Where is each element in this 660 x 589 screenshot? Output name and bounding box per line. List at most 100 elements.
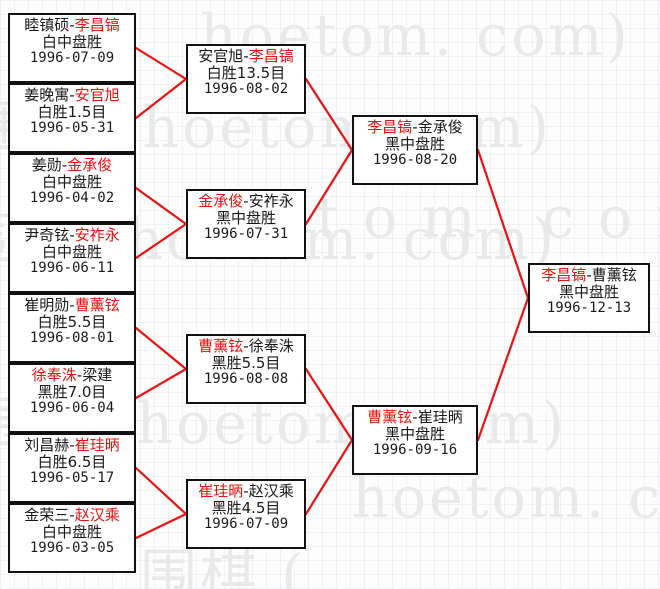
match-result: 白中盘胜 (41, 522, 102, 541)
match-date: 1996-08-08 (203, 370, 289, 387)
match-box[interactable]: 安官旭-李昌镐 白胜13.5目 1996-08-02 (186, 44, 306, 114)
match-date: 1996-04-02 (29, 189, 115, 206)
match-date: 1996-07-31 (203, 225, 289, 242)
player-left: 金荣三 (24, 506, 70, 524)
player-right: 安祚永 (74, 226, 120, 244)
player-right: 安祚永 (248, 192, 294, 210)
connector-r2m4-sf2 (304, 438, 354, 516)
connector-r2m3-sf2 (304, 367, 354, 442)
watermark-text: 围棋 ( (140, 543, 307, 589)
player-left: 崔明勋 (24, 296, 70, 314)
match-result: 白中盘胜 (41, 242, 102, 261)
match-players: 姜勋-金承俊 (10, 157, 134, 174)
match-box[interactable]: 李昌镐-金承俊 黑中盘胜 1996-08-20 (352, 115, 478, 185)
player-right: 赵汉乘 (74, 506, 120, 524)
connector-r1m6-r2m3 (134, 367, 188, 400)
match-box[interactable]: 李昌镐-曹薰铉 黑中盘胜 1996-12-13 (528, 263, 650, 333)
match-result: 白中盘胜 (41, 32, 102, 51)
player-left: 金承俊 (198, 192, 244, 210)
match-result: 白胜1.5目 (37, 102, 107, 121)
match-box[interactable]: 刘昌赫-崔珪昞 白胜6.5目 1996-05-17 (8, 433, 136, 503)
match-players: 曹薰铉-崔珪昞 (354, 409, 476, 426)
player-left: 尹奇铉 (24, 226, 70, 244)
match-date: 1996-06-11 (29, 259, 115, 276)
match-date: 1996-09-16 (372, 441, 458, 458)
match-result: 黑中盘胜 (384, 424, 445, 443)
match-players: 姜晚寓-安官旭 (10, 87, 134, 104)
match-box[interactable]: 金荣三-赵汉乘 白中盘胜 1996-03-05 (8, 503, 136, 573)
match-box[interactable]: 徐奉洙-梁建 黑胜7.0目 1996-06-04 (8, 363, 136, 433)
match-date: 1996-05-17 (29, 469, 115, 486)
connector-r2m2-sf1 (304, 148, 354, 226)
connector-r1m8-r2m4 (134, 512, 188, 540)
match-players: 金荣三-赵汉乘 (10, 507, 134, 524)
connector-r1m1-r2m1 (134, 46, 188, 81)
match-result: 白胜13.5目 (206, 63, 286, 82)
match-players: 曹薰铉-徐奉洙 (188, 338, 304, 355)
player-right: 曹薰铉 (591, 266, 637, 284)
match-result: 黑中盘胜 (215, 208, 276, 227)
match-players: 金承俊-安祚永 (188, 193, 304, 210)
match-date: 1996-12-13 (546, 299, 632, 316)
player-left: 曹薰铉 (367, 408, 413, 426)
player-right: 曹薰铉 (74, 296, 120, 314)
player-separator: - (412, 118, 418, 136)
match-box[interactable]: 金承俊-安祚永 黑中盘胜 1996-07-31 (186, 189, 306, 259)
match-box[interactable]: 睦镇硕-李昌镐 白中盘胜 1996-07-09 (8, 13, 136, 83)
match-box[interactable]: 姜勋-金承俊 白中盘胜 1996-04-02 (8, 153, 136, 223)
player-separator: - (586, 266, 592, 284)
match-box[interactable]: 曹薰铉-崔珪昞 黑中盘胜 1996-09-16 (352, 405, 478, 475)
player-separator: - (69, 86, 75, 104)
player-right: 崔珪昞 (74, 436, 120, 454)
match-players: 崔明勋-曹薰铉 (10, 297, 134, 314)
match-box[interactable]: 曹薰铉-徐奉洙 黑胜5.5目 1996-08-08 (186, 334, 306, 404)
player-separator: - (76, 366, 83, 384)
player-separator: - (243, 337, 249, 355)
match-result: 黑中盘胜 (558, 282, 619, 301)
match-date: 1996-08-02 (203, 80, 289, 97)
match-date: 1996-08-20 (372, 151, 458, 168)
player-right: 李昌镐 (74, 16, 120, 34)
connector-r1m2-r2m1 (134, 77, 188, 120)
match-players: 尹奇铉-安祚永 (10, 227, 134, 244)
player-left: 安官旭 (198, 47, 244, 65)
connector-r1m3-r2m2 (134, 186, 188, 226)
connector-r1m5-r2m3 (134, 326, 188, 371)
connector-r1m4-r2m2 (134, 222, 188, 260)
player-right: 安官旭 (74, 86, 120, 104)
match-players: 徐奉洙-梁建 (10, 367, 134, 384)
match-players: 睦镇硕-李昌镐 (10, 17, 134, 34)
match-result: 黑胜7.0目 (37, 382, 107, 401)
match-players: 李昌镐-金承俊 (354, 119, 476, 136)
player-separator: - (69, 226, 75, 244)
watermark-text: hoetom. com) (352, 465, 660, 531)
match-result: 白胜6.5目 (37, 452, 107, 471)
match-box[interactable]: 尹奇铉-安祚永 白中盘胜 1996-06-11 (8, 223, 136, 293)
match-box[interactable]: 姜晚寓-安官旭 白胜1.5目 1996-05-31 (8, 83, 136, 153)
player-left: 刘昌赫 (24, 436, 70, 454)
player-right: 赵汉乘 (248, 482, 294, 500)
match-result: 黑胜4.5目 (211, 498, 281, 517)
player-right: 金承俊 (67, 156, 113, 174)
player-left: 崔珪昞 (198, 482, 244, 500)
player-left: 徐奉洙 (31, 366, 77, 384)
player-separator: - (243, 47, 249, 65)
connector-sf2-final (476, 296, 530, 442)
match-players: 刘昌赫-崔珪昞 (10, 437, 134, 454)
connector-r2m1-sf1 (304, 77, 354, 152)
player-separator: - (412, 408, 418, 426)
player-left: 姜勋 (31, 156, 62, 174)
player-left: 睦镇硕 (24, 16, 70, 34)
match-result: 白胜5.5目 (37, 312, 107, 331)
player-separator: - (243, 482, 249, 500)
match-box[interactable]: 崔明勋-曹薰铉 白胜5.5目 1996-08-01 (8, 293, 136, 363)
player-left: 李昌镐 (541, 266, 587, 284)
match-date: 1996-08-01 (29, 329, 115, 346)
player-left: 姜晚寓 (24, 86, 70, 104)
match-box[interactable]: 崔珪昞-赵汉乘 黑胜4.5目 1996-07-09 (186, 479, 306, 549)
player-right: 金承俊 (417, 118, 463, 136)
match-date: 1996-03-05 (29, 539, 115, 556)
match-date: 1996-07-09 (203, 515, 289, 532)
match-date: 1996-07-09 (29, 49, 115, 66)
